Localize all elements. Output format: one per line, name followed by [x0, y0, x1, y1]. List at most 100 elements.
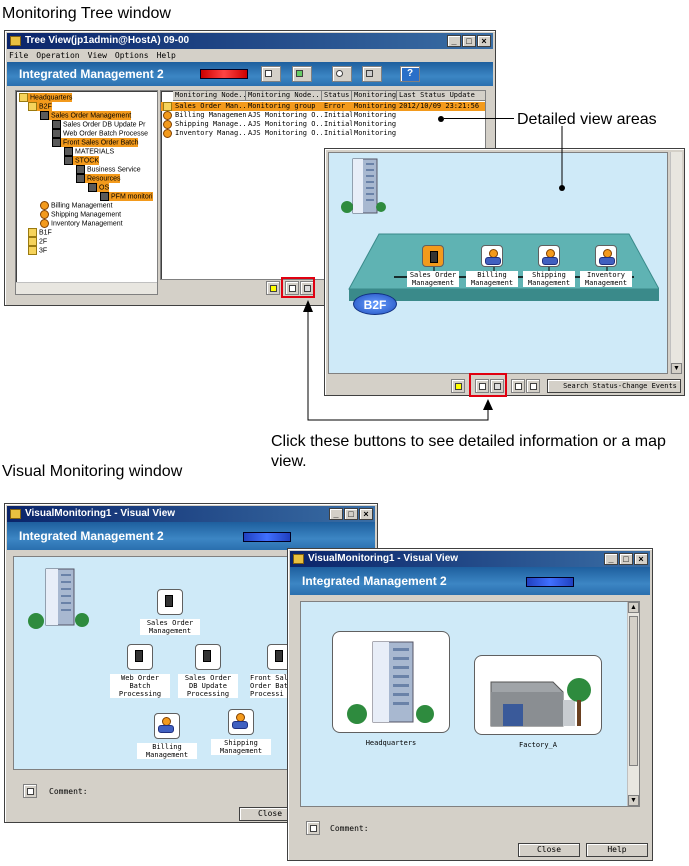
- tool-button[interactable]: [511, 379, 525, 393]
- map-node-label: Sales Order Management: [407, 271, 459, 287]
- map-node-sales-order[interactable]: [422, 245, 444, 267]
- maximize-button[interactable]: □: [462, 35, 476, 47]
- tree-node[interactable]: Billing Management: [40, 201, 112, 210]
- toolbar-tree-button[interactable]: [261, 66, 281, 82]
- tree-node[interactable]: OS: [88, 183, 110, 193]
- comment-button[interactable]: [306, 821, 320, 835]
- visual-node-label: Sales Order Management: [140, 619, 200, 635]
- map-vscrollbar[interactable]: ▼: [670, 152, 682, 374]
- minimize-button[interactable]: _: [447, 35, 461, 47]
- visual-node-billing[interactable]: [154, 713, 180, 739]
- minimize-button[interactable]: _: [329, 508, 343, 520]
- tree-node[interactable]: 2F: [28, 237, 47, 246]
- help-icon[interactable]: ?: [400, 66, 420, 82]
- scroll-down-arrow[interactable]: ▼: [628, 795, 639, 806]
- tree-node[interactable]: Front Sales Order Batch: [52, 138, 139, 148]
- visual-node-db-update[interactable]: [195, 644, 221, 670]
- tree-node[interactable]: PFM monitori: [100, 192, 153, 202]
- caption-visual-monitoring-window: Visual Monitoring window: [2, 463, 183, 480]
- scroll-up-arrow[interactable]: ▲: [628, 602, 639, 613]
- tree-node[interactable]: 3F: [28, 246, 47, 255]
- comment-button[interactable]: [451, 379, 465, 393]
- column-header[interactable]: Monitoring Node...: [173, 91, 246, 101]
- tree-node[interactable]: Resources: [76, 174, 121, 184]
- folder-icon: [28, 246, 37, 255]
- service-icon: [76, 174, 85, 183]
- caption-monitoring-tree-window: Monitoring Tree window: [2, 5, 171, 22]
- toolbar-map-button[interactable]: [292, 66, 312, 82]
- tree-node[interactable]: MATERIALS: [64, 147, 114, 156]
- toolbar-gear-button[interactable]: [332, 66, 352, 82]
- tree-hscrollbar[interactable]: [16, 282, 157, 294]
- tree-node[interactable]: Inventory Management: [40, 219, 123, 228]
- map-node-shipping[interactable]: [538, 245, 560, 267]
- visual-node-label: Sales Order DB Update Processing: [178, 674, 238, 698]
- menu-bar: File Operation View Options Help: [9, 50, 176, 62]
- scroll-down-arrow[interactable]: ▼: [671, 363, 682, 374]
- banner-title: Integrated Management 2: [19, 529, 164, 543]
- menu-operation[interactable]: Operation: [36, 51, 80, 60]
- tree-node[interactable]: B2F: [28, 102, 52, 112]
- factory-node[interactable]: [474, 655, 602, 735]
- tree-node[interactable]: B1F: [28, 228, 52, 237]
- visual1-titlebar[interactable]: VisualMonitoring1 - Visual View _ □ ×: [7, 506, 375, 522]
- visual2-titlebar[interactable]: VisualMonitoring1 - Visual View _ □ ×: [290, 551, 650, 567]
- table-row[interactable]: Inventory Manag... AJS Monitoring O... I…: [161, 129, 485, 138]
- visual-monitoring-window-2: VisualMonitoring1 - Visual View _ □ × In…: [287, 548, 653, 861]
- column-header[interactable]: Monitoring: [352, 91, 397, 101]
- visual2-vscrollbar[interactable]: ▲ ▼: [627, 602, 639, 806]
- service-icon: [64, 147, 73, 156]
- menu-view[interactable]: View: [87, 51, 107, 60]
- map-view-button[interactable]: [490, 379, 504, 393]
- job-icon: [40, 219, 49, 228]
- factory-label: Factory_A: [519, 741, 557, 749]
- close-button[interactable]: Close: [518, 843, 580, 857]
- column-header[interactable]: Monitoring Node...: [246, 91, 322, 101]
- visual-node-shipping[interactable]: [228, 709, 254, 735]
- close-button[interactable]: ×: [634, 553, 648, 565]
- service-icon: [100, 192, 109, 201]
- visual-node-web-order[interactable]: [127, 644, 153, 670]
- scroll-thumb[interactable]: [629, 616, 638, 766]
- help-button[interactable]: Help: [586, 843, 648, 857]
- close-button[interactable]: ×: [359, 508, 373, 520]
- tree-node[interactable]: Sales Order DB Update Pr: [52, 120, 145, 129]
- tool-button[interactable]: [526, 379, 540, 393]
- comment-button[interactable]: [266, 281, 280, 295]
- map-view-button[interactable]: [300, 281, 314, 295]
- toolbar-event-button[interactable]: [362, 66, 382, 82]
- tree-pane: Headquarters B2F Sales Order Management …: [15, 90, 158, 295]
- banner-title: Integrated Management 2: [19, 67, 164, 81]
- comment-button[interactable]: [23, 784, 37, 798]
- close-button[interactable]: Close: [239, 807, 301, 821]
- tree-node[interactable]: Headquarters: [19, 93, 73, 103]
- menu-options[interactable]: Options: [114, 51, 149, 60]
- visual-node-sales-order[interactable]: [157, 589, 183, 615]
- map-canvas: B2F Sales Order Management Billing Manag…: [328, 152, 668, 374]
- search-status-change-events-button[interactable]: Search Status-Change Events: [547, 379, 681, 393]
- column-header[interactable]: Last Status Update: [397, 91, 485, 101]
- callout-highlight: [281, 277, 315, 298]
- tree-node[interactable]: STOCK: [64, 156, 99, 166]
- tree-node[interactable]: Sales Order Management: [40, 111, 132, 121]
- menu-help[interactable]: Help: [156, 51, 176, 60]
- maximize-button[interactable]: □: [344, 508, 358, 520]
- table-row[interactable]: Sales Order Man... Monitoring group Erro…: [161, 102, 485, 111]
- column-header[interactable]: Status: [322, 91, 352, 101]
- table-row[interactable]: Billing Management AJS Monitoring O... I…: [161, 111, 485, 120]
- headquarters-node[interactable]: [332, 631, 450, 733]
- tree-node[interactable]: Shipping Management: [40, 210, 121, 219]
- close-button[interactable]: ×: [477, 35, 491, 47]
- maximize-button[interactable]: □: [619, 553, 633, 565]
- detail-view-button[interactable]: [475, 379, 489, 393]
- tree-window-titlebar[interactable]: Tree View(jp1admin@HostA) 09-00 _ □ ×: [7, 33, 493, 49]
- minimize-button[interactable]: _: [604, 553, 618, 565]
- detail-view-button[interactable]: [285, 281, 299, 295]
- menu-file[interactable]: File: [9, 51, 29, 60]
- map-node-billing[interactable]: [481, 245, 503, 267]
- table-row[interactable]: Shipping Manage... AJS Monitoring O... I…: [161, 120, 485, 129]
- tree-node[interactable]: Business Service: [76, 165, 141, 174]
- job-icon: [40, 210, 49, 219]
- map-node-inventory[interactable]: [595, 245, 617, 267]
- tree-node[interactable]: Web Order Batch Processe: [52, 129, 148, 138]
